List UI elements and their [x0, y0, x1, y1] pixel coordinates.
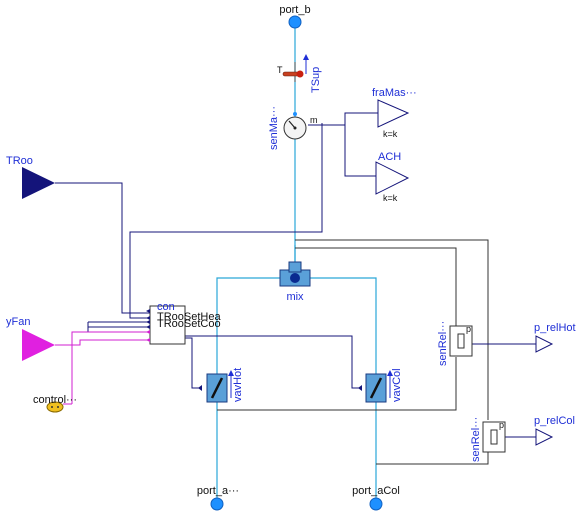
p-relhot-output[interactable]: p_relHot	[534, 322, 576, 353]
yfan-label: yFan	[6, 316, 30, 328]
gain-triangle-icon	[377, 99, 410, 128]
wire-senMas-ACH	[344, 125, 378, 177]
wire-senRelHot-bottom	[217, 357, 457, 411]
port-a-hot-label: port_a···	[197, 485, 239, 497]
ach-param: k=k	[383, 193, 398, 203]
wire-TRoo-con	[55, 182, 150, 314]
input-arrow-icon	[146, 325, 150, 329]
con-input-hea: TRooSetHea	[157, 311, 221, 323]
con-input-coo: TRooSetCoo	[157, 318, 221, 330]
ach-gain[interactable]: ACH k=k	[375, 151, 410, 203]
troo-label: TRoo	[6, 155, 33, 167]
senmas-m-label: m	[310, 115, 318, 125]
vavhot-damper[interactable]: vavHot	[198, 368, 244, 403]
input-arrow-icon	[146, 320, 150, 324]
con-label: con	[157, 301, 175, 313]
senmas-port-icon	[293, 112, 297, 116]
fluid-connections	[216, 28, 489, 500]
senrel-hot-label: senRel···	[437, 321, 449, 366]
damper-arrow-icon	[228, 370, 234, 376]
senrel-hot-p: p	[466, 324, 471, 334]
wire-senRelCol-bottom	[376, 450, 489, 465]
real-output-icon	[535, 428, 554, 446]
damper-blade-icon	[210, 377, 224, 399]
wire-senRelHot-top	[295, 247, 457, 326]
pressure-sensor-icon	[482, 421, 506, 453]
wire-mix-vavHot	[216, 277, 280, 500]
senrel-hot-sensor[interactable]: p senRel···	[437, 321, 473, 366]
pressure-sensor-icon	[449, 325, 473, 357]
pressure-gauge-icon	[457, 333, 465, 349]
control-bus[interactable]: control···	[33, 394, 77, 413]
framas-gain[interactable]: fraMas··· k=k	[372, 87, 417, 139]
damper-input-icon	[198, 385, 202, 391]
framas-param: k=k	[383, 129, 398, 139]
wire-mix-vavCol	[310, 277, 377, 500]
real-input-icon	[22, 167, 55, 199]
port-b-icon[interactable]	[288, 15, 302, 29]
senrel-col-label: senRel···	[470, 417, 482, 462]
p-relcol-label: p_relCol	[534, 415, 575, 427]
con-controller[interactable]: con TRooSetHea TRooSetCoo	[146, 301, 221, 345]
gauge-hub-icon	[293, 126, 297, 130]
wire-yFan-con	[55, 339, 150, 346]
wire-senMas-con	[129, 123, 323, 319]
gauge-needle-icon	[288, 120, 296, 129]
senmas-label: senMa···	[268, 106, 280, 150]
damper-blade-icon	[369, 377, 383, 399]
bus-dot-icon	[51, 406, 53, 408]
vavcol-damper[interactable]: vavCol	[358, 368, 403, 403]
p-relcol-output[interactable]: p_relCol	[534, 415, 575, 446]
senmas-sensor[interactable]: m senMa···	[268, 106, 318, 150]
senrel-col-p: p	[499, 420, 504, 430]
vavcol-label: vavCol	[391, 368, 403, 402]
input-arrow-icon	[146, 316, 150, 320]
wire-senMas-fraMas	[308, 112, 378, 126]
input-arrow-icon	[146, 309, 150, 313]
boolean-input-icon	[22, 329, 55, 361]
wire-con-vavHot	[185, 337, 202, 389]
real-output-icon	[535, 335, 554, 353]
thermometer-bulb-icon	[296, 70, 304, 78]
gain-triangle-icon	[375, 161, 410, 195]
wire-con-vavCol	[185, 335, 362, 389]
tsup-sensor[interactable]: T TSup	[277, 54, 322, 93]
troo-input[interactable]: TRoo	[6, 155, 55, 199]
wire-control-con	[71, 331, 150, 404]
port-a-col-label: port_aCol	[352, 485, 400, 497]
signal-connections	[55, 112, 536, 438]
input-arrow-icon	[146, 330, 150, 334]
framas-label: fraMas···	[372, 87, 417, 99]
damper-input-icon	[358, 385, 362, 391]
port-a-hot-icon[interactable]	[210, 497, 224, 511]
mix-junction[interactable]: mix	[279, 261, 311, 303]
control-bus-icon	[46, 401, 64, 413]
boolean-connections	[55, 331, 150, 404]
p-relhot-label: p_relHot	[534, 322, 576, 334]
pressure-gauge-icon	[490, 429, 498, 445]
vavhot-label: vavHot	[232, 368, 244, 402]
damper-arrow-icon	[387, 370, 393, 376]
senrel-col-sensor[interactable]: p senRel···	[470, 417, 506, 462]
port-b-label: port_b	[279, 4, 310, 16]
port-a-hot[interactable]: port_a···	[197, 485, 239, 511]
ach-label: ACH	[378, 151, 401, 163]
mixer-node-icon	[290, 273, 300, 283]
tsup-t-label: T	[277, 65, 283, 75]
mix-label: mix	[286, 291, 304, 303]
wire-senRelCol-top	[295, 239, 489, 420]
tsup-label: TSup	[310, 67, 322, 93]
port-a-col[interactable]: port_aCol	[352, 485, 400, 511]
mixer-top-icon	[288, 261, 302, 273]
control-label: control···	[33, 394, 77, 406]
yfan-input[interactable]: yFan	[6, 316, 55, 361]
tsup-arrow-icon	[303, 54, 309, 60]
port-b[interactable]: port_b	[279, 4, 311, 29]
bus-dot-icon	[57, 406, 59, 408]
port-a-col-icon[interactable]	[369, 497, 383, 511]
input-arrow-icon	[146, 338, 150, 342]
